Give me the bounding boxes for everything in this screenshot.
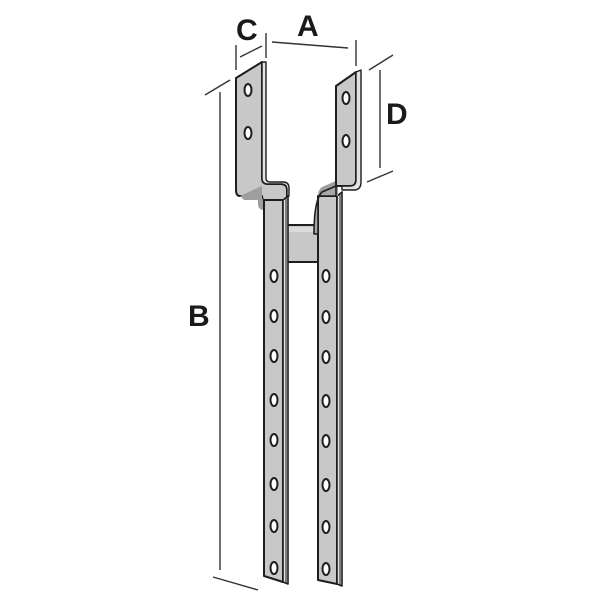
dim-a-line	[271, 41, 349, 49]
nail-hole	[269, 433, 279, 447]
right-flange-holes	[341, 91, 351, 148]
right-bracket-arm	[313, 69, 362, 587]
left-bracket-arm	[235, 61, 290, 585]
nail-hole	[321, 350, 331, 364]
nail-hole	[321, 520, 331, 534]
nail-hole	[269, 349, 279, 363]
dim-b-ext-bottom	[212, 576, 259, 591]
dim-b-ext-top	[204, 79, 231, 96]
nail-hole	[269, 519, 279, 533]
dim-d-ext-top	[368, 54, 394, 71]
nail-hole	[321, 394, 331, 408]
nail-hole	[321, 269, 331, 283]
dim-d-ext-bottom	[366, 170, 394, 183]
dimension-label-b: B	[188, 300, 210, 333]
dim-c-line	[239, 45, 263, 58]
right-strap-holes	[321, 269, 331, 576]
dimension-label-a: A	[297, 10, 319, 43]
nail-hole	[269, 269, 279, 283]
bolt-hole	[243, 126, 253, 140]
left-flange-holes	[243, 83, 253, 140]
nail-hole	[269, 393, 279, 407]
dimension-lines	[204, 33, 394, 591]
dimension-label-c: C	[236, 14, 258, 47]
dimension-label-d: D	[386, 98, 408, 131]
bolt-hole	[243, 83, 253, 97]
nail-hole	[321, 310, 331, 324]
nail-hole	[321, 434, 331, 448]
left-strap-holes	[269, 269, 279, 575]
nail-hole	[321, 478, 331, 492]
nail-hole	[269, 561, 279, 575]
nail-hole	[269, 309, 279, 323]
bolt-hole	[341, 91, 351, 105]
bolt-hole	[341, 134, 351, 148]
nail-hole	[269, 477, 279, 491]
nail-hole	[321, 562, 331, 576]
